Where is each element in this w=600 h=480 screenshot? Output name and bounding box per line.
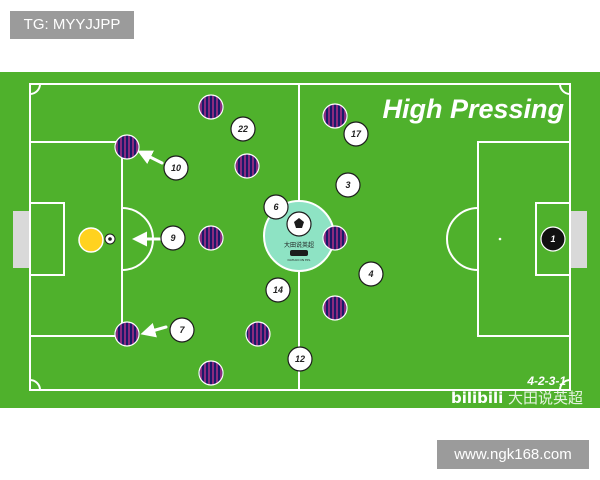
opponent-token — [335, 172, 361, 198]
left-goal-box — [29, 202, 65, 276]
opponent-player-3: 3 — [335, 172, 361, 198]
opponent-number: 12 — [295, 354, 305, 364]
opponent-player-22: 22 — [230, 116, 256, 142]
pressing-player-token — [245, 321, 271, 347]
channel-brand: bilibili — [451, 389, 503, 407]
opponent-player-17: 17 — [343, 121, 369, 147]
right-goal — [571, 211, 587, 268]
pressing-player-token — [198, 360, 224, 386]
center-logo-lion-icon — [290, 250, 308, 256]
opponent-number: 22 — [237, 124, 248, 134]
pitch-lines — [29, 83, 571, 391]
right-goal-box — [535, 202, 571, 276]
opponent-player-12: 12 — [287, 346, 313, 372]
formation-label: 4-2-3-1 — [526, 374, 566, 388]
pitch-svg: 大田说英超 DATIAN ON EPL 10 9 7 22 6 14 12 17 3 4 1 Hig… — [0, 72, 600, 408]
opponent-player-10: 10 — [163, 155, 189, 181]
right-penalty-spot — [498, 237, 502, 241]
opponent-player-6: 6 — [263, 194, 289, 220]
center-logo-subtext: DATIAN ON EPL — [288, 258, 311, 262]
opponent-number: 9 — [170, 233, 175, 243]
channel-watermark: bilibili 大田说英超 — [451, 389, 583, 407]
press-arrow-bottom — [140, 322, 168, 338]
opponent-token — [265, 277, 291, 303]
center-logo-text: 大田说英超 — [284, 241, 314, 249]
opponent-player-9: 9 — [160, 225, 186, 251]
corner-arc-bottom-right — [559, 379, 571, 391]
opponent-number: 17 — [351, 129, 362, 139]
channel-name: 大田说英超 — [508, 389, 583, 407]
pressing-player-token — [114, 134, 140, 160]
pressing-player-token — [234, 153, 260, 179]
opponent-token — [287, 346, 313, 372]
right-penalty-arc — [446, 207, 479, 271]
pressing-player-token — [198, 94, 224, 120]
ball-panel — [294, 218, 304, 228]
opponent-token — [343, 121, 369, 147]
corner-arc-top-left — [29, 83, 41, 95]
opponent-number: 10 — [171, 163, 181, 173]
opponent-token — [230, 116, 256, 142]
opponent-number: 3 — [345, 180, 350, 190]
opponent-token — [540, 226, 566, 252]
pressing-player-token — [322, 225, 348, 251]
opponent-player-4: 4 — [358, 261, 384, 287]
opponent-token — [358, 261, 384, 287]
pressing-player-token — [322, 103, 348, 129]
tactics-diagram: 大田说英超 DATIAN ON EPL 10 9 7 22 6 14 12 17 3 4 1 Hig… — [0, 72, 600, 408]
center-logo: 大田说英超 DATIAN ON EPL — [263, 200, 335, 272]
opponent-player-1: 1 — [540, 226, 566, 252]
opponent-player-14: 14 — [265, 277, 291, 303]
left-goal — [13, 211, 29, 268]
ball-panel-dot — [108, 237, 112, 241]
opponent-number: 7 — [179, 325, 185, 335]
opponent-token — [169, 317, 195, 343]
pressing-arrows — [132, 150, 168, 338]
watermark-top-badge: TG: MYYJJPP — [10, 11, 134, 39]
opponent-number: 1 — [550, 234, 555, 244]
diagram-title: High Pressing — [382, 94, 564, 124]
opponent-player-7: 7 — [169, 317, 195, 343]
opponent-number: 6 — [273, 202, 279, 212]
press-arrow-top — [137, 150, 164, 165]
pressing-player-token — [322, 295, 348, 321]
corner-arc-bottom-left — [29, 379, 41, 391]
pressing-player-token — [198, 225, 224, 251]
opponent-token — [160, 225, 186, 251]
opposition-team: 10 9 7 22 6 14 12 17 3 4 1 — [160, 116, 566, 372]
corner-arc-top-right — [559, 83, 571, 95]
pressing-player-token — [114, 321, 140, 347]
opponent-token — [163, 155, 189, 181]
opponent-token — [263, 194, 289, 220]
opponent-number: 14 — [273, 285, 283, 295]
opponent-number: 4 — [367, 269, 373, 279]
ball-carrier-token — [78, 227, 104, 253]
pressing-team — [114, 94, 348, 386]
watermark-bottom-badge: www.ngk168.com — [437, 440, 589, 469]
